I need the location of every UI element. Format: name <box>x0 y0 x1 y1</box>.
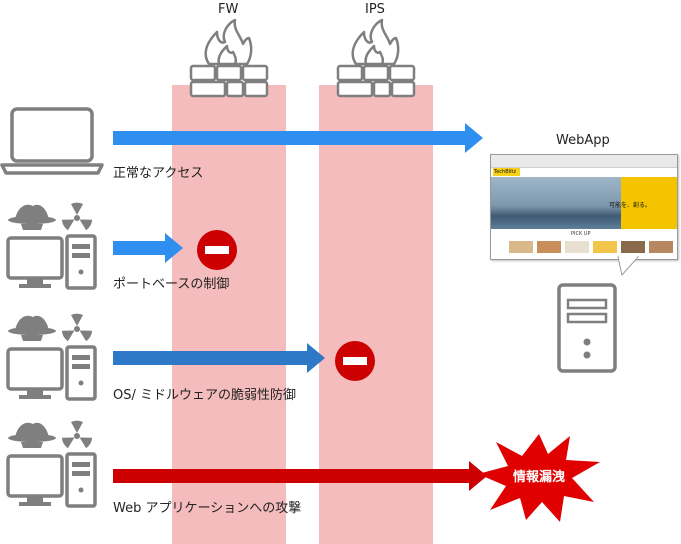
flow-label-vulnerability-defense: OS/ ミドルウェアの脆弱性防御 <box>113 388 296 403</box>
ips-title: IPS <box>365 2 385 17</box>
flow-label-port-control: ポートベースの制御 <box>113 277 230 292</box>
fw-title: FW <box>218 2 239 17</box>
fw-zone <box>172 85 286 544</box>
ips-firewall-icon <box>336 18 416 98</box>
attacker-workstation-icon <box>6 420 97 508</box>
webapp-attack-arrow <box>113 461 487 491</box>
attacker-workstation-icon <box>6 313 97 401</box>
hero-text: 可能を、創る。 <box>609 202 652 209</box>
site-header <box>491 168 677 176</box>
bubble-tail <box>617 256 640 277</box>
laptop-icon <box>0 107 104 175</box>
pickup-thumb <box>649 241 673 253</box>
pickup-thumb <box>537 241 561 253</box>
attacker-workstation-icon <box>6 202 97 290</box>
block-icon <box>197 230 237 270</box>
flow-label-webapp-attack: Web アプリケーションへの攻撃 <box>113 501 302 516</box>
section-heading: PICK UP <box>571 231 591 237</box>
hero-panel <box>621 177 677 229</box>
port-control-arrow <box>113 233 183 263</box>
pickup-thumb <box>509 241 533 253</box>
flow-label-normal-access: 正常なアクセス <box>113 166 204 181</box>
pickup-thumb <box>593 241 617 253</box>
webapp-title: WebApp <box>556 133 610 148</box>
leak-label: 情報漏洩 <box>512 470 565 485</box>
normal-access-arrow <box>113 123 483 153</box>
browser-toolbar <box>491 155 677 168</box>
vulnerability-defense-arrow <box>113 343 325 373</box>
pickup-thumb <box>621 241 645 253</box>
brand-logo: TechBlitz <box>493 168 520 176</box>
explosion-icon <box>478 434 600 522</box>
webapp-screenshot: TechBlitz 可能を、創る。 PICK UP <box>490 154 678 260</box>
pickup-thumb <box>565 241 589 253</box>
ips-zone <box>319 85 433 544</box>
server-icon <box>557 283 617 373</box>
hero-image <box>491 177 621 229</box>
block-icon <box>335 341 375 381</box>
firewall-icon <box>189 18 269 98</box>
